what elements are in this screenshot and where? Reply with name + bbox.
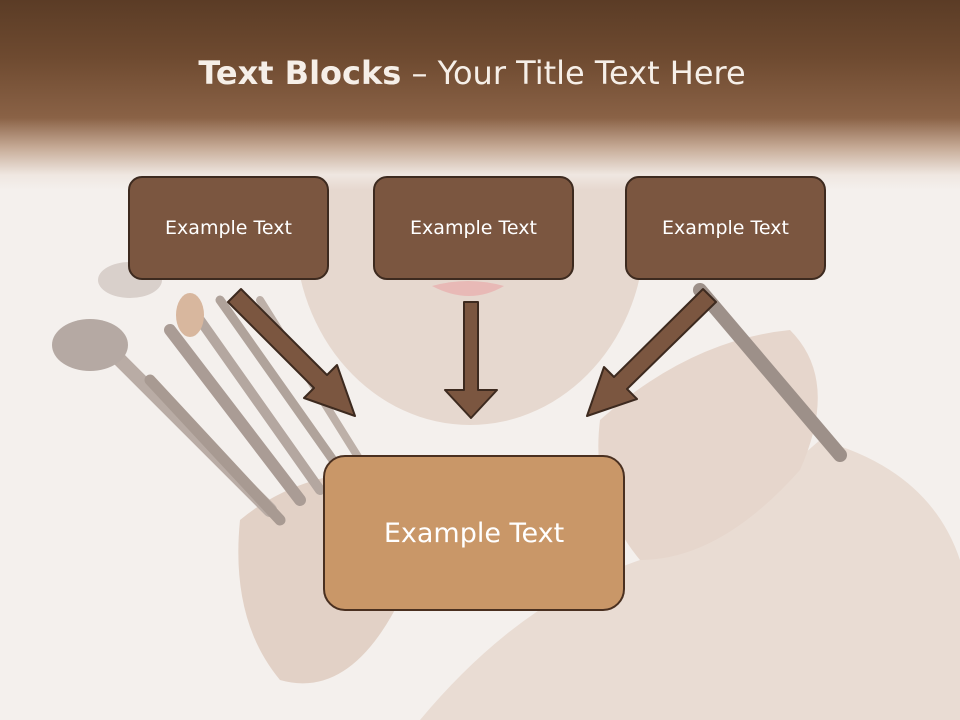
title-bold-part: Text Blocks xyxy=(198,54,402,92)
single-brush xyxy=(693,283,847,462)
text-block-right-label: Example Text xyxy=(662,217,789,239)
brush-head-large xyxy=(52,319,128,371)
arrow-right xyxy=(586,288,717,417)
right-hand-shape xyxy=(598,330,818,560)
text-block-right[interactable]: Example Text xyxy=(625,176,826,280)
title-band xyxy=(0,0,960,190)
brush-head-orange xyxy=(176,293,204,337)
text-block-center[interactable]: Example Text xyxy=(373,176,574,280)
target-text-block-label: Example Text xyxy=(383,517,565,549)
title-rest: Your Title Text Here xyxy=(437,54,746,92)
title-separator: – xyxy=(401,54,438,92)
lips-shape xyxy=(432,281,504,296)
arrow-left xyxy=(227,288,356,417)
shoulder-shape xyxy=(420,440,960,720)
brush-bundle xyxy=(113,295,364,526)
slide-title: Text Blocks – Your Title Text Here xyxy=(0,54,944,92)
arrow-center xyxy=(444,301,498,419)
text-block-left[interactable]: Example Text xyxy=(128,176,329,280)
target-text-block[interactable]: Example Text xyxy=(323,455,625,611)
text-block-center-label: Example Text xyxy=(410,217,537,239)
text-block-left-label: Example Text xyxy=(165,217,292,239)
